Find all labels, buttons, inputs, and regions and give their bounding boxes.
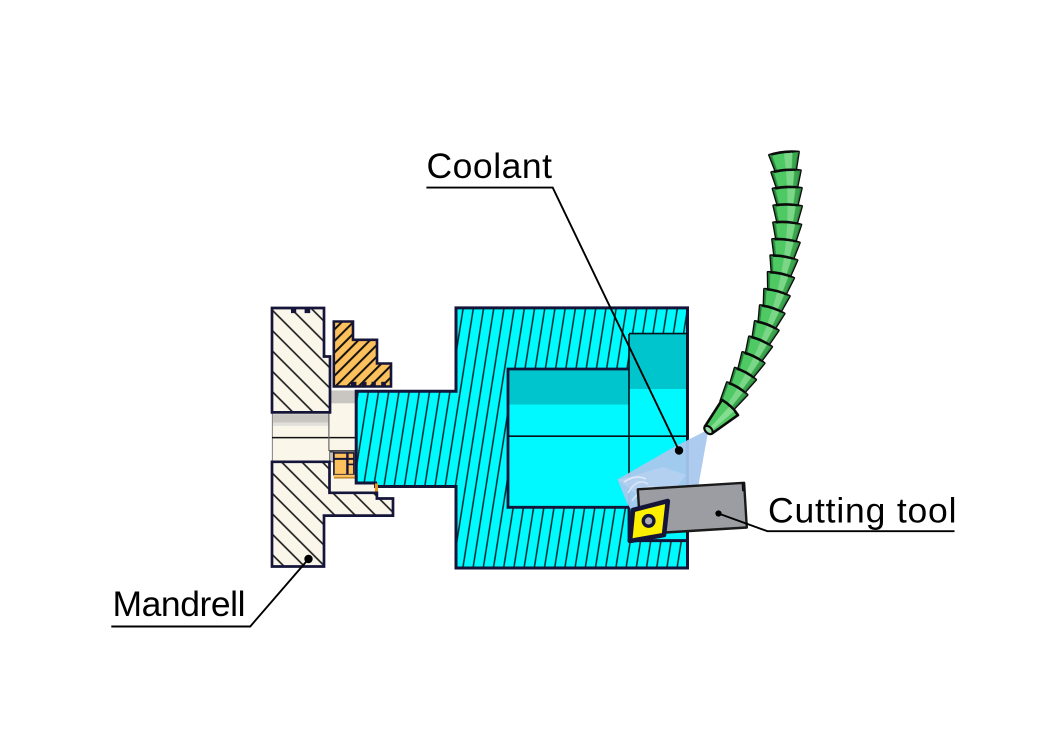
svg-text:Coolant: Coolant [427, 146, 553, 186]
svg-text:Cutting tool: Cutting tool [768, 490, 957, 530]
svg-text:Mandrell: Mandrell [113, 584, 246, 624]
